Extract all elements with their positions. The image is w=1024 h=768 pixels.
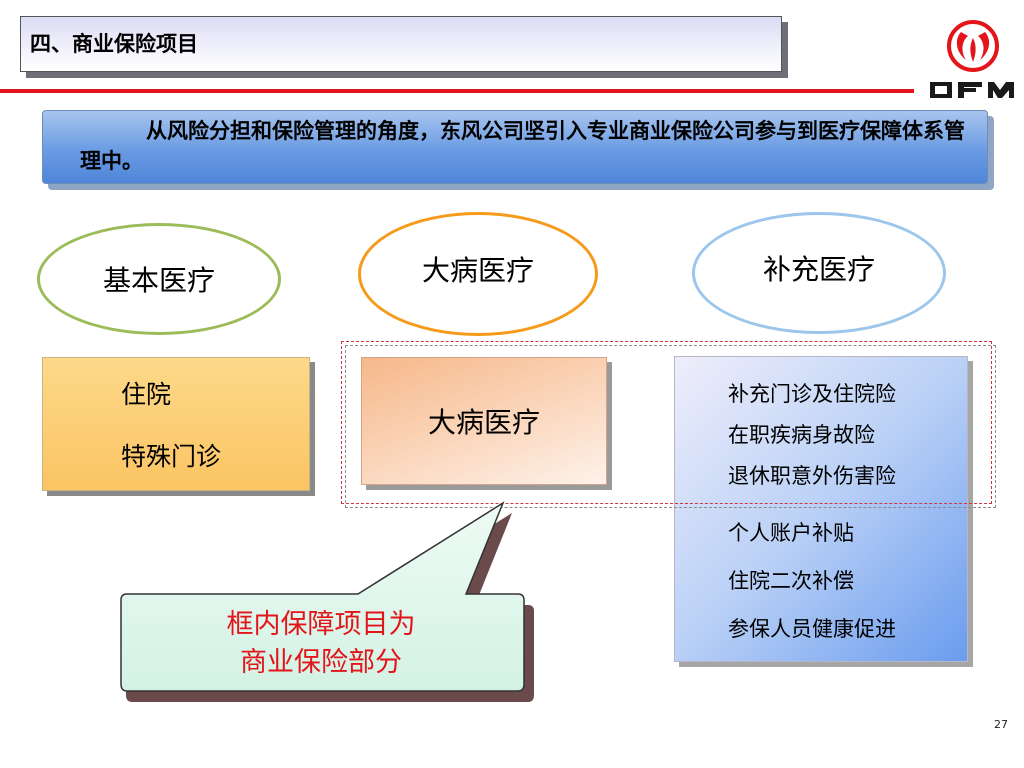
title-box <box>20 16 782 72</box>
title-divider <box>0 89 914 93</box>
callout-text: 框内保障项目为 商业保险部分 <box>121 606 521 682</box>
box-major-illness: 大病医疗 <box>361 357 607 485</box>
banner-text: 从风险分担和保险管理的角度，东风公司坚引入专业商业保险公司参与到医疗保障体系管理… <box>80 119 965 173</box>
dashed-frame-shadow <box>345 345 996 508</box>
dfm-logo <box>928 18 1018 104</box>
supp-item: 参保人员健康促进 <box>728 617 896 641</box>
ellipse-supplementary-medical: 补充医疗 <box>692 212 946 334</box>
ellipse-basic-label: 基本医疗 <box>102 264 215 297</box>
ellipse-supp-label: 补充医疗 <box>762 253 875 286</box>
ellipse-basic-medical: 基本医疗 <box>37 223 281 335</box>
supp-item: 住院二次补偿 <box>728 569 854 593</box>
ellipse-major-label: 大病医疗 <box>421 254 534 287</box>
supp-item: 退休职意外伤害险 <box>728 464 896 488</box>
box-supplementary-medical <box>674 356 968 662</box>
supp-item: 补充门诊及住院险 <box>728 382 896 406</box>
basic-item-inpatient: 住院 <box>121 380 172 409</box>
supp-item: 在职疾病身故险 <box>728 423 875 447</box>
commercial-insurance-frame <box>341 341 992 504</box>
page-number: 27 <box>994 718 1008 731</box>
ellipse-major-illness: 大病医疗 <box>358 212 598 336</box>
dfm-logo-icon <box>930 20 1014 98</box>
basic-item-special-outpatient: 特殊门诊 <box>121 442 222 471</box>
page-title: 四、商业保险项目 <box>30 32 198 56</box>
callout-line: 框内保障项目为 <box>226 609 416 640</box>
callout-line: 商业保险部分 <box>240 647 402 678</box>
box-major-label: 大病医疗 <box>427 406 540 439</box>
box-basic-medical <box>42 357 310 491</box>
supp-item: 个人账户补贴 <box>728 521 854 545</box>
banner-box <box>42 110 988 184</box>
